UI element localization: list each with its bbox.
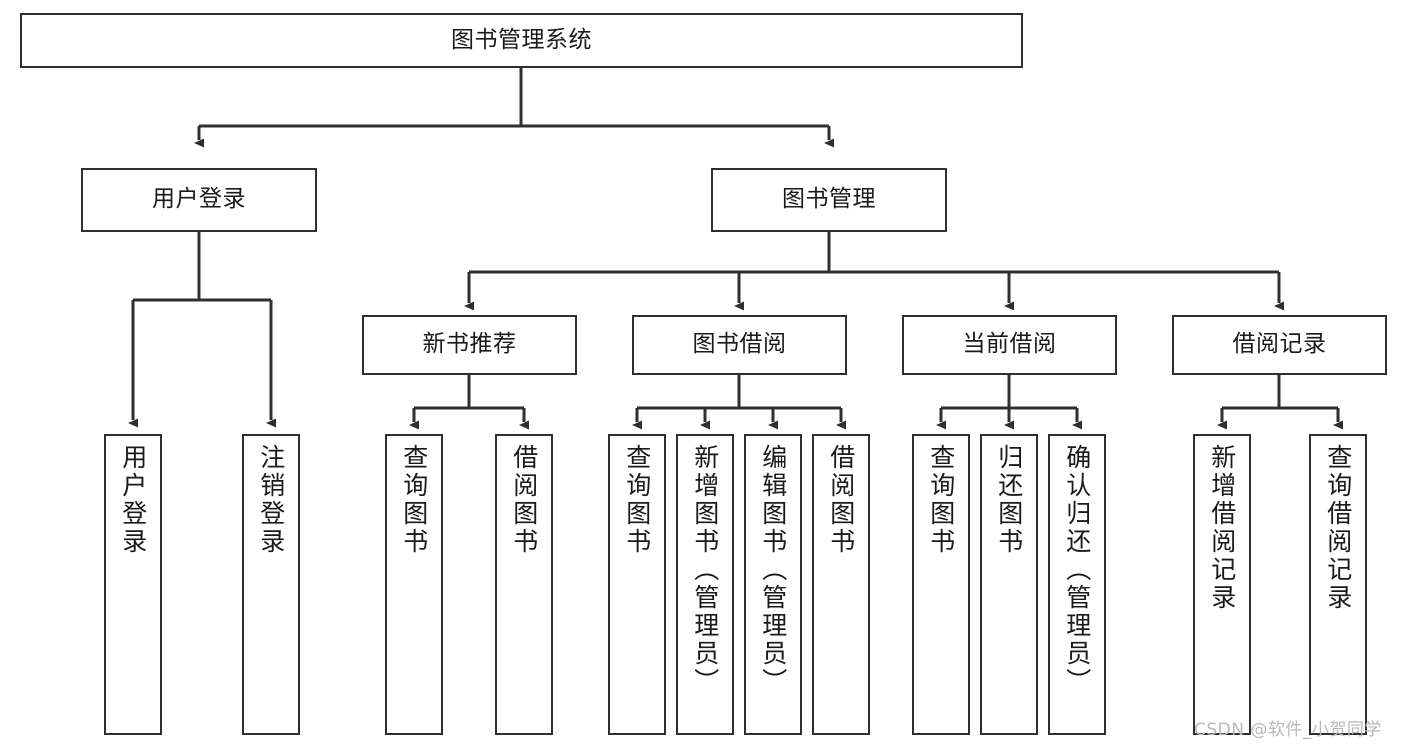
leaf-book-borrow-add[interactable]: 新增图书（管理员）: [676, 434, 734, 735]
node-label: 新增图书（管理员）: [690, 444, 720, 696]
node-label: 注销登录: [256, 444, 286, 556]
node-label: 图书管理系统: [451, 26, 592, 53]
node-label: 查询图书: [622, 444, 652, 556]
leaf-new-book-query[interactable]: 查询图书: [385, 434, 443, 735]
node-label: 归还图书: [994, 444, 1024, 556]
leaf-book-borrow-borrow[interactable]: 借阅图书: [812, 434, 870, 735]
node-label: 新书推荐: [422, 331, 517, 358]
node-label: 用户登录: [118, 444, 148, 556]
node-label: 图书借阅: [692, 331, 787, 358]
node-label: 编辑图书（管理员）: [758, 444, 788, 696]
node-book-borrow[interactable]: 图书借阅: [632, 315, 847, 375]
leaf-current-borrow-confirm-return[interactable]: 确认归还（管理员）: [1048, 434, 1106, 735]
leaf-book-borrow-query[interactable]: 查询图书: [608, 434, 666, 735]
node-label: 用户登录: [152, 186, 246, 213]
leaf-borrow-record-query[interactable]: 查询借阅记录: [1309, 434, 1367, 735]
node-label: 查询图书: [926, 444, 956, 556]
node-label: 确认归还（管理员）: [1062, 444, 1092, 696]
node-current-borrow[interactable]: 当前借阅: [902, 315, 1117, 375]
node-label: 当前借阅: [962, 331, 1057, 358]
leaf-current-borrow-query[interactable]: 查询图书: [912, 434, 970, 735]
node-label: 查询图书: [399, 444, 429, 556]
leaf-current-borrow-return[interactable]: 归还图书: [980, 434, 1038, 735]
node-new-book-recommend[interactable]: 新书推荐: [362, 315, 577, 375]
leaf-user-login-login[interactable]: 用户登录: [104, 434, 162, 735]
node-label: 借阅图书: [826, 444, 856, 556]
leaf-borrow-record-add[interactable]: 新增借阅记录: [1193, 434, 1251, 735]
leaf-user-login-logout[interactable]: 注销登录: [242, 434, 300, 735]
node-book-management[interactable]: 图书管理: [711, 168, 947, 232]
node-label: 查询借阅记录: [1323, 444, 1353, 612]
leaf-new-book-borrow[interactable]: 借阅图书: [495, 434, 553, 735]
node-label: 借阅记录: [1232, 331, 1327, 358]
node-root-system[interactable]: 图书管理系统: [20, 13, 1023, 68]
node-label: 新增借阅记录: [1207, 444, 1237, 612]
node-borrow-record[interactable]: 借阅记录: [1172, 315, 1387, 375]
leaf-book-borrow-edit[interactable]: 编辑图书（管理员）: [744, 434, 802, 735]
node-label: 图书管理: [782, 186, 876, 213]
node-user-login[interactable]: 用户登录: [81, 168, 317, 232]
node-label: 借阅图书: [509, 444, 539, 556]
csdn-watermark: CSDN @软件_小贺同学: [1194, 720, 1382, 740]
